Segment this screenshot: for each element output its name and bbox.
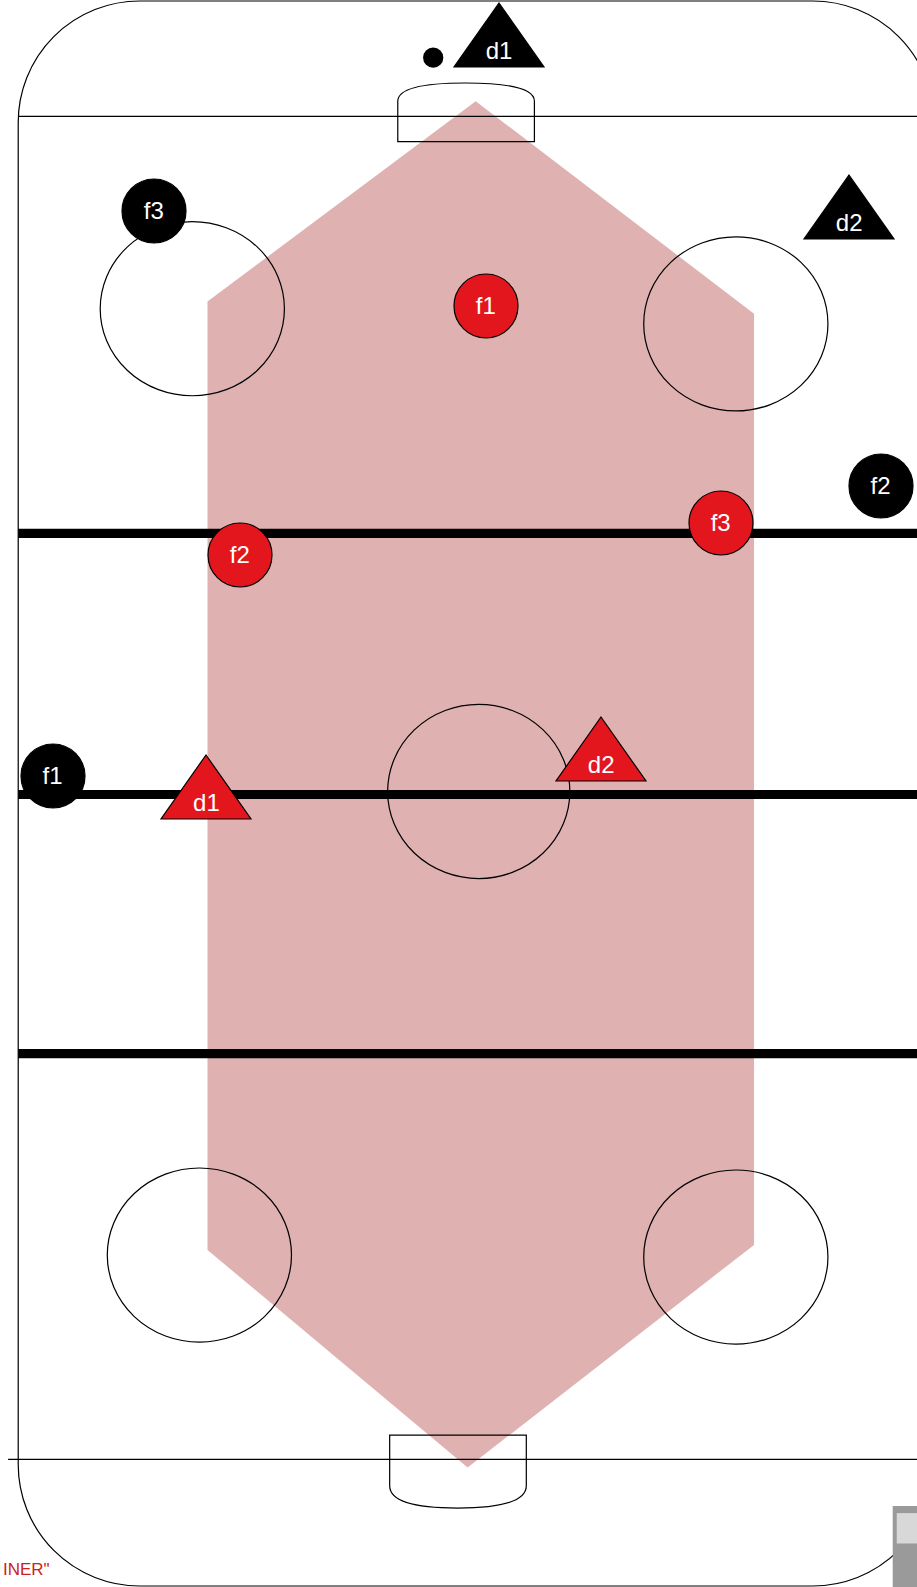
defense-marker: d2 [803,174,895,240]
defense-marker: d2 [555,716,647,782]
player-label: f3 [144,199,164,223]
forward-marker: f2 [207,522,273,588]
defense-marker: d1 [453,2,545,68]
defense-marker: d1 [160,754,252,820]
player-label: f1 [476,294,496,318]
player-label: f1 [43,764,63,788]
player-label: d2 [588,753,615,777]
forward-marker: f1 [20,743,86,809]
player-label: d2 [836,211,863,235]
player-label: f2 [871,474,891,498]
player-label: d1 [486,39,513,63]
player-label: d1 [193,791,220,815]
forward-marker: f3 [688,490,754,556]
player-label: f3 [711,511,731,535]
forward-marker: f1 [453,273,519,339]
player-label: f2 [230,543,250,567]
forward-marker: f3 [121,178,187,244]
forward-marker: f2 [848,453,914,519]
caption-fragment: INER" [3,1560,50,1580]
